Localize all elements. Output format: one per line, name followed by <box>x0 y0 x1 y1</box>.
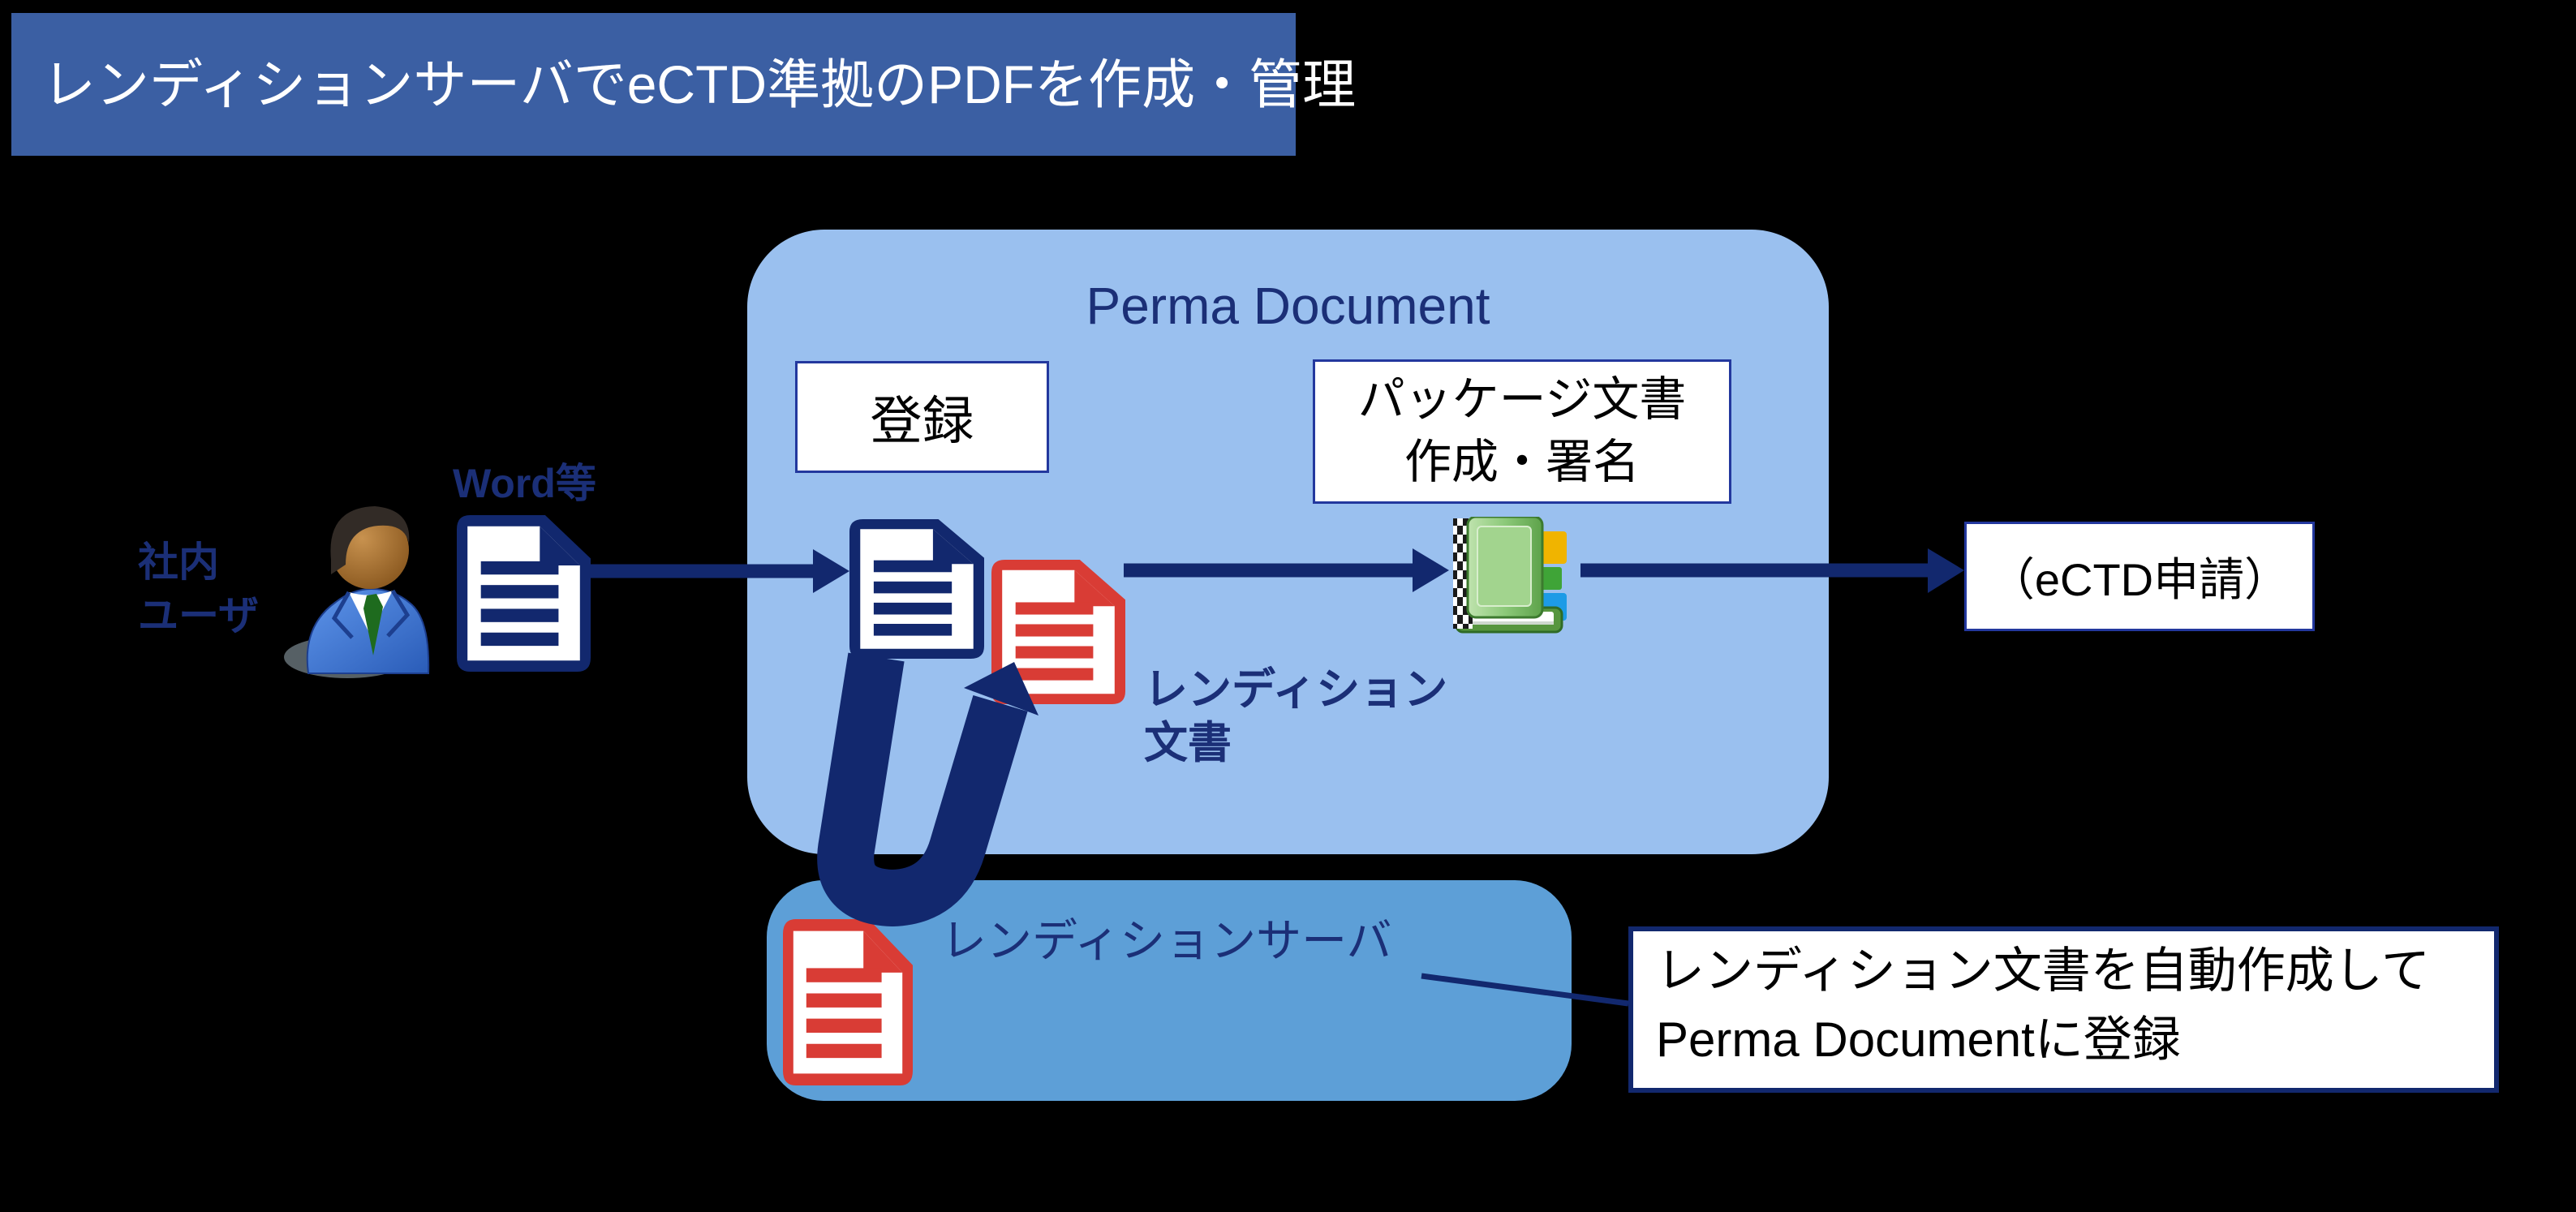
word-document-icon <box>457 515 591 672</box>
register-box: 登録 <box>795 361 1049 473</box>
internal-user-label-line2: ユーザ <box>138 593 259 638</box>
rendition-document-icon-server <box>783 919 913 1085</box>
hair <box>330 506 410 574</box>
rendition-server-label: レンディションサーバ <box>941 915 1392 966</box>
package-label-line2: 作成・署名 <box>1404 436 1640 488</box>
word-file-label: Word等 <box>453 461 596 506</box>
business-user-icon <box>284 506 430 678</box>
ectd-submission-label: （eCTD申請） <box>1989 554 2290 605</box>
internal-user-label: 社内 ユーザ <box>138 535 259 643</box>
rendition-document-label-line1: レンディション <box>1144 665 1448 714</box>
registered-document-icon <box>849 519 984 659</box>
package-label: パッケージ文書 作成・署名 <box>1358 369 1687 493</box>
tie <box>363 594 383 655</box>
callout-box: レンディション文書を自動作成して Perma Documentに登録 <box>1628 926 2499 1093</box>
rendition-server-box: レンディションサーバ <box>767 880 1572 1101</box>
package-notebook-icon <box>1453 517 1567 634</box>
rendition-document-label: レンディション 文書 <box>1144 664 1447 771</box>
package-label-line1: パッケージ文書 <box>1357 373 1687 427</box>
internal-user-label-line1: 社内 <box>138 539 219 585</box>
tab-yellow <box>1537 531 1567 564</box>
package-box: パッケージ文書 作成・署名 <box>1313 359 1731 504</box>
rendition-document-icon <box>991 560 1125 704</box>
callout-line1: レンディション文書を自動作成して <box>1656 943 2430 998</box>
callout-line2: Perma Documentに登録 <box>1656 1012 2181 1068</box>
ectd-submission-box: （eCTD申請） <box>1964 522 2315 631</box>
title-banner: レンディションサーバでeCTD準拠のPDFを作成・管理 <box>11 13 1356 156</box>
perma-document-title: Perma Document <box>1086 277 1490 335</box>
rendition-document-label-line2: 文書 <box>1144 718 1232 767</box>
register-label: 登録 <box>870 392 974 450</box>
